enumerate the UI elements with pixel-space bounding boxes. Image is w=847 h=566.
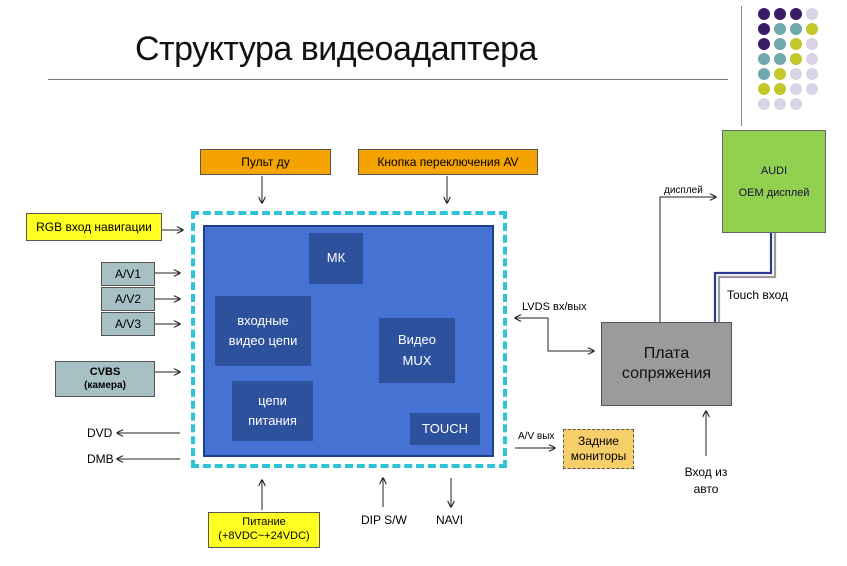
decor-dot [790, 8, 802, 20]
decor-dot [774, 53, 786, 65]
decor-dot [790, 38, 802, 50]
dip-switch-label: DIP S/W [361, 513, 407, 527]
rgb-nav-input-label: RGB вход навигации [36, 219, 152, 234]
interface-board-line1: Плата [643, 345, 690, 362]
navi-label: NAVI [436, 513, 464, 527]
rear-monitors-line1: Задние [578, 434, 619, 448]
decor-dot [790, 53, 802, 65]
remote-control-box: Пульт ду [200, 149, 331, 175]
title-divider [48, 79, 728, 80]
decor-dot [806, 68, 818, 80]
cvbs-camera-box: CVBS (камера) [55, 361, 155, 397]
interface-board-line2: сопряжения [621, 365, 712, 382]
decor-dot [806, 53, 818, 65]
oem-display-label: OEM дисплей [738, 186, 810, 199]
mk-label: МК [326, 250, 346, 266]
video-mux-line2: MUX [402, 352, 432, 368]
decor-dot [806, 38, 818, 50]
decor-dot [758, 8, 770, 20]
decor-dot [806, 23, 818, 35]
decor-dot [774, 98, 786, 110]
adapter-dashed-frame [191, 211, 507, 468]
display-connector [659, 197, 716, 322]
page-title: Структура видеоадаптера [135, 30, 537, 68]
rear-monitors-box: Задние мониторы [563, 429, 634, 469]
av2-label: A/V2 [114, 291, 141, 306]
remote-control-label: Пульт ду [241, 154, 290, 169]
power-supply-box: Питание (+8VDC~+24VDC) [208, 512, 320, 548]
car-input-label: Вход из авто [672, 464, 740, 499]
decor-dot [790, 23, 802, 35]
power-circuits-line2: питания [248, 413, 297, 428]
camera-label: (камера) [84, 379, 126, 391]
input-circuits-line1: входные [237, 312, 289, 328]
power-supply-line1: Питание [242, 516, 286, 529]
power-circuits-block: цепи питания [232, 381, 313, 441]
decor-dot [774, 8, 786, 20]
decor-dot [790, 98, 802, 110]
car-input-line2: авто [693, 482, 719, 497]
dmb-output-label: DMB [87, 452, 114, 466]
decor-dot [758, 98, 770, 110]
video-mux-block: Видео MUX [379, 318, 455, 383]
decor-dot [790, 68, 802, 80]
av3-input-box: A/V3 [101, 312, 155, 336]
decor-dot [806, 83, 818, 95]
rgb-nav-input-box: RGB вход навигации [26, 213, 162, 241]
input-circuits-line2: видео цепи [228, 333, 298, 348]
interface-board-box: Плата сопряжения [601, 322, 732, 406]
decor-dot [790, 83, 802, 95]
av3-label: A/V3 [114, 316, 141, 331]
decor-dot [774, 83, 786, 95]
touch-input-label: Touch вход [727, 288, 789, 302]
display-label: дисплей [664, 185, 703, 196]
decor-dot [758, 23, 770, 35]
av-switch-button-box: Кнопка переключения AV [358, 149, 538, 175]
video-mux-line1: Видео [398, 332, 436, 348]
power-circuits-line1: цепи [258, 392, 287, 408]
mk-block: МК [309, 233, 363, 284]
decor-vertical-line [741, 6, 742, 126]
touch-label: TOUCH [422, 420, 468, 436]
av-switch-label: Кнопка переключения AV [377, 154, 519, 169]
decor-dot [806, 8, 818, 20]
av1-label: A/V1 [114, 266, 141, 281]
car-input-line1: Вход из [684, 465, 728, 479]
decor-dot [774, 38, 786, 50]
input-video-circuits-block: входные видео цепи [215, 296, 311, 366]
decor-dot [774, 23, 786, 35]
dvd-output-label: DVD [87, 426, 113, 440]
audi-label: AUDI [760, 164, 788, 177]
lvds-label: LVDS вх/вых [522, 301, 587, 313]
decor-dot [758, 83, 770, 95]
decor-dot [758, 38, 770, 50]
av1-input-box: A/V1 [101, 262, 155, 286]
video-adapter-core: МК входные видео цепи Видео MUX цепи пит… [203, 225, 494, 457]
decor-dot [758, 53, 770, 65]
cvbs-label: CVBS [89, 365, 121, 378]
power-supply-line2: (+8VDC~+24VDC) [218, 530, 310, 542]
audi-oem-display-box: AUDI OEM дисплей [722, 130, 826, 233]
decor-dot [758, 68, 770, 80]
decor-dot [774, 68, 786, 80]
rear-monitors-line2: мониторы [570, 449, 627, 463]
touch-block: TOUCH [410, 413, 480, 445]
av-output-label: A/V вых [518, 431, 555, 442]
lvds-connector [547, 318, 594, 351]
av2-input-box: A/V2 [101, 287, 155, 311]
